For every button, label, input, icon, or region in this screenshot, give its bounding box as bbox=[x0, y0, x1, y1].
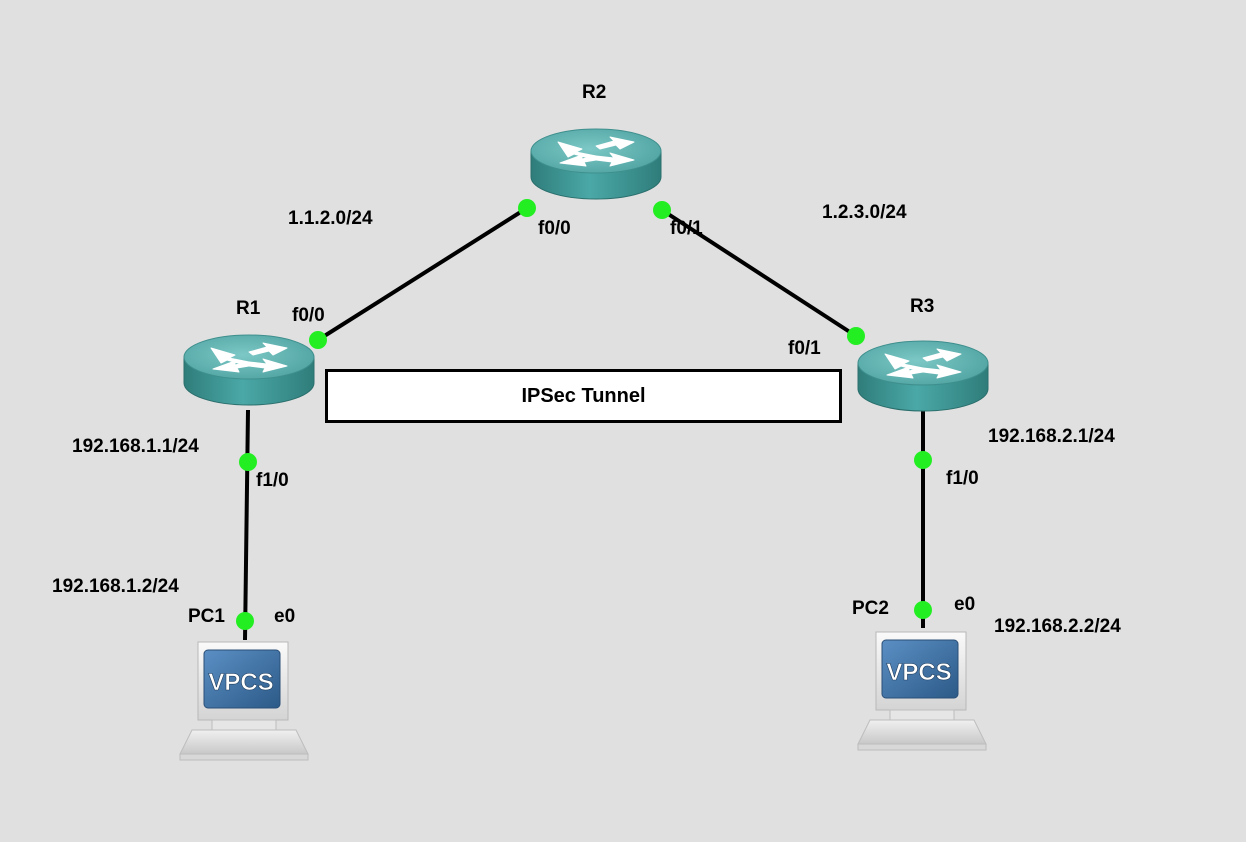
pc2-vpcs[interactable]: VPCS bbox=[857, 631, 987, 751]
port-dot-pc1-e0[interactable] bbox=[236, 612, 254, 630]
link-r1-r2 bbox=[316, 206, 529, 342]
port-dot-r2-f0-0[interactable] bbox=[518, 199, 536, 217]
port-dot-r1-f1-0[interactable] bbox=[239, 453, 257, 471]
router-r3[interactable] bbox=[857, 340, 989, 412]
router-r1[interactable] bbox=[183, 334, 315, 406]
port-label-pc1-e0: e0 bbox=[274, 606, 296, 627]
port-dots bbox=[236, 199, 932, 630]
router-r2-label: R2 bbox=[582, 82, 607, 103]
port-label-r3-f0-1: f0/1 bbox=[788, 338, 821, 359]
pc1-label: PC1 bbox=[188, 606, 225, 627]
router-r2[interactable] bbox=[530, 128, 662, 200]
network-label-r1-r2: 1.1.2.0/24 bbox=[288, 208, 373, 229]
links bbox=[243, 206, 925, 641]
pc1-vpcs[interactable]: VPCS bbox=[179, 641, 309, 761]
router-r3-label: R3 bbox=[910, 296, 935, 317]
address-label-pc2: 192.168.2.2/24 bbox=[994, 616, 1121, 637]
network-label-r2-r3: 1.2.3.0/24 bbox=[822, 202, 907, 223]
port-label-r3-f1-0: f1/0 bbox=[946, 468, 979, 489]
address-label-pc1: 192.168.1.2/24 bbox=[52, 576, 179, 597]
pc1-device-text: VPCS bbox=[208, 669, 273, 696]
port-label-r1-f0-0: f0/0 bbox=[292, 305, 325, 326]
port-label-r1-f1-0: f1/0 bbox=[256, 470, 289, 491]
port-dot-r3-f1-0[interactable] bbox=[914, 451, 932, 469]
address-label-r1-lan: 192.168.1.1/24 bbox=[72, 436, 199, 457]
ipsec-tunnel-label: IPSec Tunnel bbox=[521, 384, 646, 407]
port-dot-r2-f0-1[interactable] bbox=[653, 201, 671, 219]
port-dot-r1-f0-0[interactable] bbox=[309, 331, 327, 349]
port-label-r2-f0-0: f0/0 bbox=[538, 218, 571, 239]
link-r2-r3 bbox=[660, 208, 858, 338]
port-label-r2-f0-1: f0/1 bbox=[670, 218, 703, 239]
link-r1-pc1 bbox=[243, 409, 250, 641]
router-r1-label: R1 bbox=[236, 298, 261, 319]
port-label-pc2-e0: e0 bbox=[954, 594, 976, 615]
pc2-label: PC2 bbox=[852, 598, 889, 619]
port-dot-r3-f0-1[interactable] bbox=[847, 327, 865, 345]
ipsec-tunnel-box[interactable]: IPSec Tunnel bbox=[325, 369, 842, 423]
pc2-device-text: VPCS bbox=[886, 659, 951, 686]
address-label-r3-lan: 192.168.2.1/24 bbox=[988, 426, 1115, 447]
port-dot-pc2-e0[interactable] bbox=[914, 601, 932, 619]
